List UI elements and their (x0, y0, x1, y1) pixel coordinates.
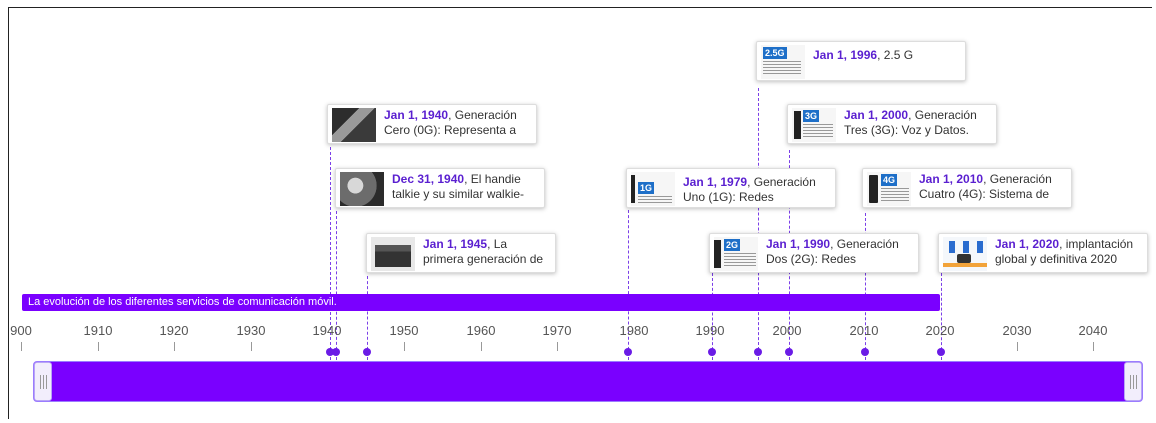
first-cellphone-photo (371, 237, 415, 271)
connector-line (367, 276, 368, 360)
axis-tick-label: 2010 (849, 323, 879, 338)
badge-2-5g-image: 2.5G (761, 45, 805, 79)
axis-tick-mark (557, 342, 558, 351)
event-date: Jan 1, 2010 (919, 172, 984, 186)
connector-line (628, 210, 629, 360)
event-card-2010[interactable]: 4G Jan 1, 2010, Generación Cuatro (4G): … (862, 168, 1072, 208)
event-card-1990[interactable]: 2G Jan 1, 1990, Generación Dos (2G): Red… (709, 233, 919, 273)
badge-label: 2G (724, 239, 741, 251)
axis-tick-label: 1960 (466, 323, 496, 338)
event-dot-1990[interactable] (708, 348, 716, 356)
axis-tick-label: 1940 (312, 323, 342, 338)
grip-icon (40, 375, 47, 389)
axis-tick-mark (251, 342, 252, 351)
badge-1g-image: 1G (631, 172, 675, 206)
badge-2g-image: 2G (714, 237, 758, 271)
connector-line (336, 211, 337, 360)
event-text: , El handie talkie y su similar walkie- (392, 172, 525, 201)
walkie-talkie-photo (340, 172, 384, 206)
connector-line (330, 147, 331, 360)
event-text: , Generación Cuatro (4G): Sistema de (919, 172, 1052, 201)
badge-4g-image: 4G (867, 172, 911, 206)
event-card-2000[interactable]: 3G Jan 1, 2000, Generación Tres (3G): Vo… (787, 104, 997, 144)
slider-left-handle[interactable] (34, 362, 52, 401)
axis-tick-label: 2000 (772, 323, 802, 338)
event-text: , Generación Dos (2G): Redes (766, 237, 899, 266)
event-card-1940[interactable]: Jan 1, 1940, Generación Cero (0G): Repre… (327, 104, 537, 144)
infographic-image (943, 237, 987, 271)
axis-tick-label: 2020 (925, 323, 955, 338)
event-date: Jan 1, 1990 (766, 237, 831, 251)
event-text: , Generación Tres (3G): Voz y Datos. (844, 108, 977, 137)
timeline-view: 2.5G Jan 1, 1996, 2.5 G Jan 1, 1940, Gen… (8, 7, 1152, 419)
axis-tick-label: 1950 (389, 323, 419, 338)
connector-line (712, 273, 713, 360)
event-dot-dec-1940[interactable] (332, 348, 340, 356)
event-text: , Generación Uno (1G): Redes (683, 175, 816, 204)
event-text: , Generación Cero (0G): Representa a (384, 108, 517, 137)
axis-tick-mark (1093, 342, 1094, 351)
period-banner[interactable]: La evolución de los diferentes servicios… (22, 294, 940, 311)
event-dot-1945[interactable] (363, 348, 371, 356)
axis-tick-mark (98, 342, 99, 351)
axis-tick-label: 1930 (236, 323, 266, 338)
axis-tick-label: 1910 (83, 323, 113, 338)
axis-tick-mark (481, 342, 482, 351)
axis-tick-label: 1990 (695, 323, 725, 338)
axis-tick-mark (404, 342, 405, 351)
connector-line (941, 273, 942, 360)
connector-line (758, 88, 759, 360)
event-dot-1979[interactable] (624, 348, 632, 356)
axis-tick-mark (174, 342, 175, 351)
axis-tick-label: 2040 (1078, 323, 1108, 338)
event-text: , 2.5 G (877, 48, 914, 62)
axis-tick-label: 1980 (619, 323, 649, 338)
axis-tick-mark (1017, 342, 1018, 351)
axis-tick-label: 2030 (1002, 323, 1032, 338)
event-card-1979[interactable]: 1G Jan 1, 1979, Generación Uno (1G): Red… (626, 168, 836, 208)
grip-icon (1130, 375, 1137, 389)
slider-right-handle[interactable] (1124, 362, 1142, 401)
event-dot-2010[interactable] (861, 348, 869, 356)
event-date: Jan 1, 2020 (995, 237, 1060, 251)
event-dot-1940[interactable] (326, 348, 334, 356)
badge-label: 3G (803, 110, 820, 122)
badge-label: 4G (881, 174, 898, 186)
connector-line (865, 213, 866, 360)
event-card-1945[interactable]: Jan 1, 1945, La primera generación de ce… (366, 233, 556, 273)
event-date: Jan 1, 1940 (384, 108, 449, 122)
radio-photo (332, 108, 376, 142)
event-dot-2020[interactable] (937, 348, 945, 356)
event-text: , La primera generación de celulares (423, 237, 544, 269)
event-date: Jan 1, 2000 (844, 108, 909, 122)
axis-tick-label: 900 (10, 323, 32, 338)
event-dot-2000[interactable] (785, 348, 793, 356)
axis-tick-mark (21, 342, 22, 351)
event-date: Dec 31, 1940 (392, 172, 465, 186)
badge-label: 1G (638, 182, 655, 194)
badge-label: 2.5G (763, 47, 787, 59)
event-date: Jan 1, 1945 (423, 237, 488, 251)
event-date: Jan 1, 1996 (813, 48, 878, 62)
event-date: Jan 1, 1979 (683, 175, 748, 189)
axis-tick-label: 1920 (159, 323, 189, 338)
badge-3g-image: 3G (792, 108, 836, 142)
event-dot-1996[interactable] (754, 348, 762, 356)
event-card-2020[interactable]: Jan 1, 2020, implantación global y defin… (938, 233, 1148, 273)
event-text: , implantación global y definitiva 2020 (995, 237, 1134, 266)
axis-tick-label: 1970 (542, 323, 572, 338)
range-slider[interactable] (33, 361, 1143, 402)
event-card-dec-1940[interactable]: Dec 31, 1940, El handie talkie y su simi… (335, 168, 545, 208)
event-card-1996[interactable]: 2.5G Jan 1, 1996, 2.5 G (756, 41, 966, 81)
